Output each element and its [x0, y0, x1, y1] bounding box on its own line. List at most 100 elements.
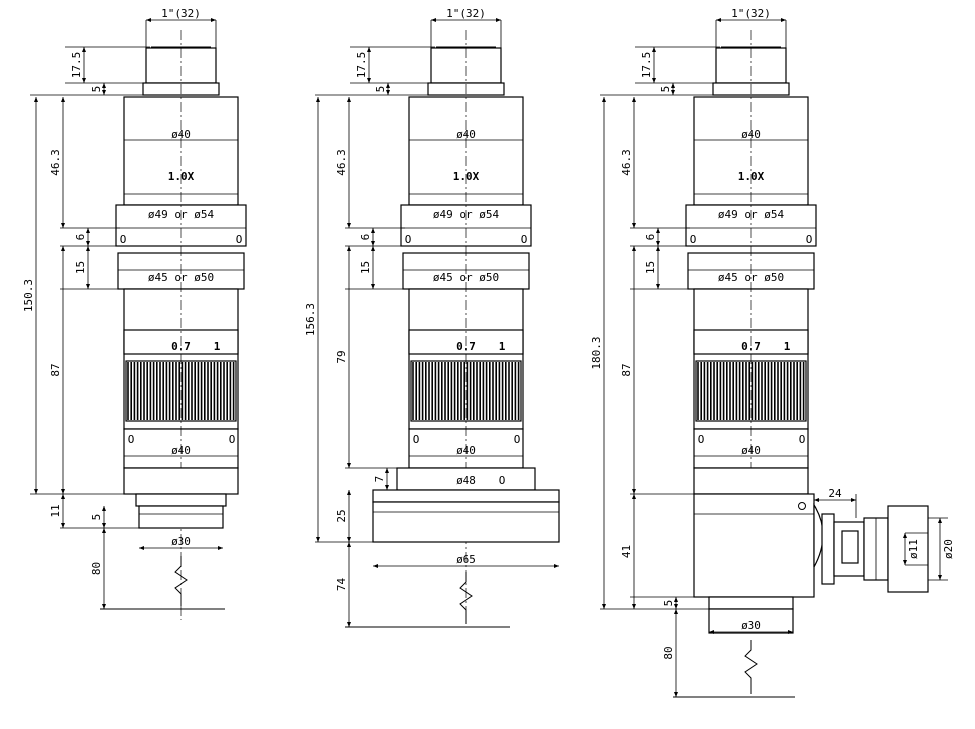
zoom-mark-1: 1	[214, 340, 221, 353]
dimension-arrowhead	[86, 241, 90, 246]
dim-74-label: 74	[335, 578, 348, 592]
dimension-arrowhead	[671, 90, 675, 95]
dimension-arrowhead	[632, 489, 636, 494]
dimension-arrowhead	[34, 489, 38, 494]
dimension-arrowhead	[496, 18, 501, 22]
dimension-arrowhead	[347, 622, 351, 627]
dimension-arrowhead	[61, 523, 65, 528]
screw-mark: O	[690, 233, 697, 246]
screw-mark: O	[514, 433, 521, 446]
dimension-arrowhead	[656, 228, 660, 233]
objective-nose	[708, 608, 794, 634]
dim-17-5-label: 17.5	[70, 52, 83, 79]
dimension-arrowhead	[632, 604, 636, 609]
dimension-arrowhead	[347, 97, 351, 102]
dimension-arrowhead	[716, 18, 721, 22]
screw-mark: O	[229, 433, 236, 446]
set-screw	[798, 502, 806, 510]
dim-25-label: 25	[335, 509, 348, 522]
dim-24-label: 24	[828, 487, 842, 500]
dimension-arrowhead	[431, 18, 436, 22]
dimension-arrowhead	[102, 523, 106, 528]
screw-mark: O	[236, 233, 243, 246]
zoom-mark-0-7: 0.7	[456, 340, 476, 353]
dimension-arrowhead	[61, 97, 65, 102]
diameter-65-label: ø65	[456, 553, 476, 566]
dim-46-3-label: 46.3	[49, 149, 62, 176]
dim-79-label: 79	[335, 350, 348, 363]
dimension-arrowhead	[102, 506, 106, 511]
dimension-arrowhead	[347, 490, 351, 495]
dimension-arrowhead	[814, 498, 819, 502]
port-inner	[841, 530, 859, 564]
dimension-arrowhead	[347, 246, 351, 251]
dimension-arrowhead	[316, 97, 320, 102]
objective-thread	[135, 493, 227, 507]
coaxial-housing	[693, 493, 815, 598]
dim-5-label: 5	[659, 86, 672, 93]
dimension-arrowhead	[386, 83, 390, 88]
dimension-arrowhead	[139, 546, 144, 550]
dimension-arrowhead	[371, 241, 375, 246]
dimension-arrowhead	[316, 537, 320, 542]
dimension-arrowhead	[102, 90, 106, 95]
screw-mark: O	[499, 474, 506, 487]
zoom-mark-0-7: 0.7	[741, 340, 761, 353]
dimension-arrowhead	[652, 47, 656, 52]
dim-6-label: 6	[644, 234, 657, 241]
dim-11-label: 11	[49, 504, 62, 517]
dimension-arrowhead	[367, 47, 371, 52]
dimension-arrowhead	[674, 692, 678, 697]
light-guide-head	[887, 505, 929, 593]
dimension-arrowhead	[781, 18, 786, 22]
dimension-arrowhead	[652, 78, 656, 83]
dimension-arrowhead	[86, 246, 90, 251]
dim-6-label: 6	[359, 234, 372, 241]
dimension-arrowhead	[671, 83, 675, 88]
bottom-barrel	[693, 467, 809, 495]
dimension-arrowhead	[385, 485, 389, 490]
dim-5-label: 5	[662, 600, 675, 607]
diameter-30-label: ø30	[741, 619, 761, 632]
dimension-arrowhead	[61, 489, 65, 494]
dimension-arrowhead	[938, 518, 942, 523]
dimension-arrowhead	[386, 90, 390, 95]
dimension-arrowhead	[371, 284, 375, 289]
mount-diameter-label: 1"(32)	[161, 7, 201, 20]
dimension-arrowhead	[347, 223, 351, 228]
dim-5-label: 5	[90, 86, 103, 93]
zoom-mark-1: 1	[784, 340, 791, 353]
dim-87-label: 87	[620, 363, 633, 376]
dim-7-label: 7	[373, 476, 386, 483]
dim-46-3-label: 46.3	[620, 149, 633, 176]
dimension-arrowhead	[632, 494, 636, 499]
dimension-arrowhead	[82, 78, 86, 83]
dimension-arrowhead	[373, 564, 378, 568]
screw-mark: O	[405, 233, 412, 246]
mount-diameter-label: 1"(32)	[731, 7, 771, 20]
dimension-arrowhead	[102, 604, 106, 609]
screw-mark: O	[120, 233, 127, 246]
dim-150-3-label: 150.3	[22, 279, 35, 312]
dimension-arrowhead	[903, 533, 907, 538]
dimension-arrowhead	[218, 546, 223, 550]
screw-mark: O	[698, 433, 705, 446]
dimension-arrowhead	[674, 597, 678, 602]
diameter-11-label: ø11	[907, 539, 920, 559]
screw-mark: O	[806, 233, 813, 246]
working-distance-zigzag	[459, 572, 473, 624]
dim-17-5-label: 17.5	[355, 52, 368, 79]
dim-17-5-label: 17.5	[640, 52, 653, 79]
dimension-arrowhead	[903, 560, 907, 565]
dimension-arrowhead	[602, 604, 606, 609]
dimension-arrowhead	[61, 246, 65, 251]
aux-lens-65	[372, 501, 560, 543]
aux-flange	[372, 489, 560, 503]
dim-5-label: 5	[90, 514, 103, 521]
dimension-arrowhead	[61, 223, 65, 228]
dimension-arrowhead	[851, 498, 856, 502]
dimension-arrowhead	[211, 18, 216, 22]
dim-156-3-label: 156.3	[304, 303, 317, 336]
